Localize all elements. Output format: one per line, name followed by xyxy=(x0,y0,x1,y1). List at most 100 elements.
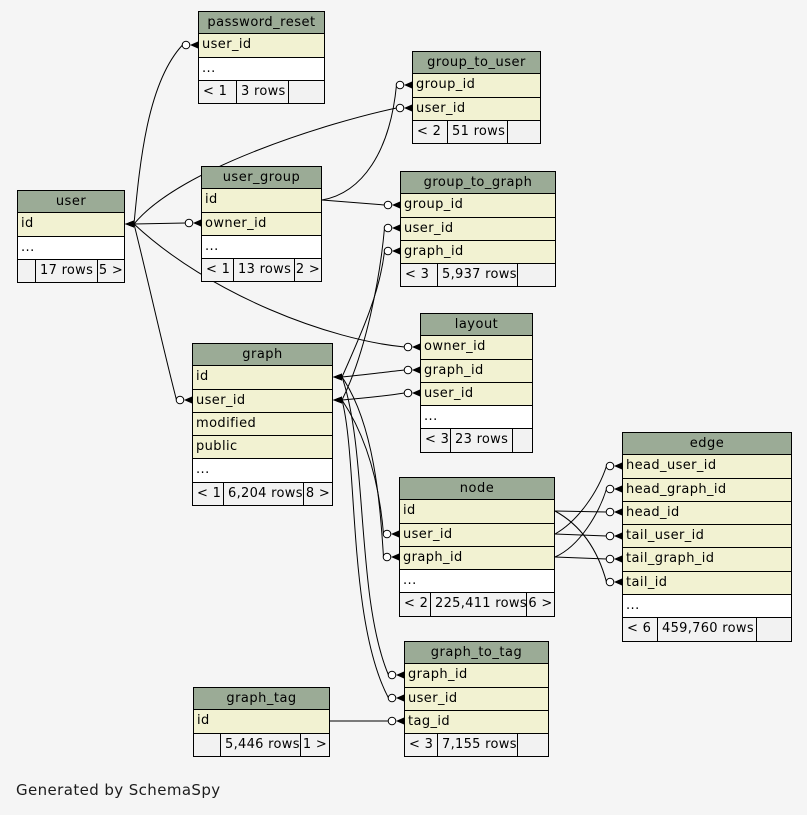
fk-arrow-icon xyxy=(614,508,622,516)
column-row: user_id xyxy=(413,97,540,121)
column-row: tail_id xyxy=(623,571,791,596)
column-row: user_id xyxy=(421,382,532,407)
fk-arrow-icon xyxy=(396,694,404,702)
relationship-line xyxy=(341,376,389,676)
table-title[interactable]: layout xyxy=(421,314,532,337)
fk-circle-icon xyxy=(395,80,405,90)
table-title[interactable]: graph_tag xyxy=(194,688,329,711)
fk-arrow-icon xyxy=(396,717,404,725)
column-row: head_user_id xyxy=(623,455,791,479)
table-title[interactable]: password_reset xyxy=(199,12,324,35)
fk-circle-icon xyxy=(387,716,397,726)
footer-cell: 5,937 rows xyxy=(438,264,518,287)
table-title[interactable]: graph xyxy=(193,344,332,367)
fk-circle-icon xyxy=(387,693,397,703)
footer-cell: 6,204 rows xyxy=(224,482,304,506)
column-row: graph_id xyxy=(400,546,554,571)
footer-cell: < 3 xyxy=(421,429,451,452)
footer-cell: 225,411 rows xyxy=(431,593,527,616)
fk-circle-icon xyxy=(383,200,393,210)
column-row: id xyxy=(400,500,554,524)
fk-arrow-icon xyxy=(391,530,399,538)
footer-cell xyxy=(518,264,555,286)
ellipsis-row: ... xyxy=(199,57,324,81)
table-title[interactable]: group_to_user xyxy=(413,52,540,75)
table-title[interactable]: user xyxy=(18,191,124,214)
column-row: user_id xyxy=(400,523,554,547)
column-row: group_id xyxy=(413,74,540,98)
relationship-line xyxy=(341,227,385,401)
fk-circle-icon xyxy=(605,577,615,587)
column-row: tail_graph_id xyxy=(623,548,791,572)
relationship-line xyxy=(554,556,607,560)
column-row: group_id xyxy=(401,194,555,218)
footer-cell: < 1 xyxy=(202,259,234,282)
relationship-line xyxy=(554,488,607,558)
column-row: id xyxy=(193,366,332,390)
column-row: user_id xyxy=(401,217,555,241)
column-row: id xyxy=(194,710,329,734)
fk-circle-icon xyxy=(605,461,615,471)
fk-arrow-icon xyxy=(412,343,420,351)
column-row: modified xyxy=(193,412,332,437)
fk-circle-icon xyxy=(403,388,413,398)
fk-circle-icon xyxy=(382,552,392,562)
fk-arrow-icon xyxy=(391,553,399,561)
relationship-line xyxy=(321,84,397,201)
column-row: graph_id xyxy=(421,359,532,383)
fk-arrow-icon xyxy=(614,532,622,540)
relationship-line xyxy=(133,223,177,401)
column-row: user_id xyxy=(199,34,324,58)
fk-arrow-icon xyxy=(392,224,400,232)
ellipsis-row: ... xyxy=(623,595,791,619)
relationship-line xyxy=(341,250,385,378)
relationship-line xyxy=(554,510,607,513)
footer-cell xyxy=(194,733,221,756)
ellipsis-row: ... xyxy=(400,570,554,594)
ellipsis-row: ... xyxy=(202,235,321,260)
fk-arrow-icon xyxy=(184,396,192,404)
footer-cell: 23 rows xyxy=(451,429,513,452)
column-row: public xyxy=(193,436,332,460)
fk-arrow-icon xyxy=(404,104,412,112)
relationship-line xyxy=(321,199,385,206)
table-title[interactable]: user_group xyxy=(202,167,321,190)
fk-circle-icon xyxy=(403,342,413,352)
fk-circle-icon xyxy=(403,365,413,375)
relationship-line xyxy=(341,399,384,535)
table-title[interactable]: group_to_graph xyxy=(401,172,555,195)
fk-circle-icon xyxy=(605,554,615,564)
fk-arrow-icon xyxy=(404,81,412,89)
relationship-line xyxy=(341,376,384,558)
footer-cell xyxy=(18,259,36,283)
footer-cell: < 2 xyxy=(413,120,448,144)
fk-arrow-icon xyxy=(392,247,400,255)
fk-circle-icon xyxy=(387,670,397,680)
parent-arrow-icon xyxy=(333,373,342,381)
footer-cell: < 6 xyxy=(623,618,658,641)
footer-cell xyxy=(513,429,532,451)
fk-arrow-icon xyxy=(193,219,201,227)
footer-cell: < 1 xyxy=(193,482,224,506)
table-title[interactable]: graph_to_tag xyxy=(405,642,548,665)
table-title[interactable]: node xyxy=(400,478,554,501)
table-title[interactable]: edge xyxy=(623,433,791,456)
